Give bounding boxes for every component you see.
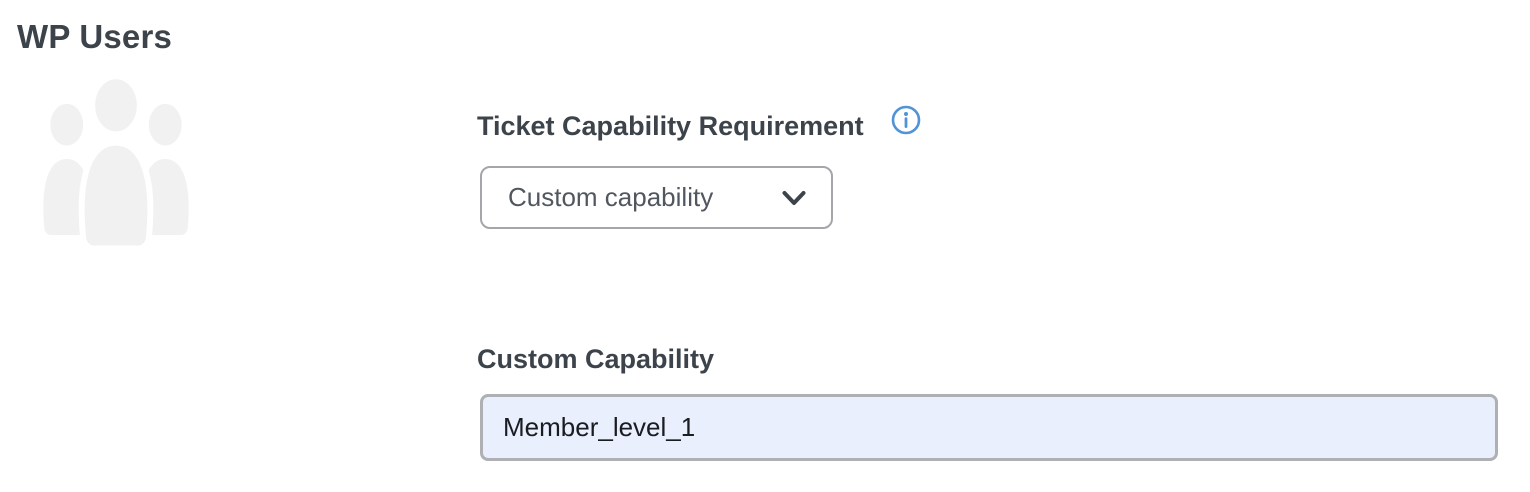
ticket-capability-label: Ticket Capability Requirement [477, 111, 864, 141]
chevron-down-icon [782, 190, 806, 205]
custom-capability-label: Custom Capability [477, 344, 715, 374]
info-icon[interactable] [890, 104, 922, 136]
users-group-icon [26, 74, 206, 250]
ticket-capability-selected-option: Custom capability [508, 182, 714, 212]
ticket-capability-label-row: Ticket Capability Requirement [477, 105, 922, 142]
section-heading: WP Users [17, 18, 173, 55]
custom-capability-input[interactable] [480, 394, 1498, 461]
ticket-capability-select[interactable]: Custom capability [480, 166, 833, 229]
